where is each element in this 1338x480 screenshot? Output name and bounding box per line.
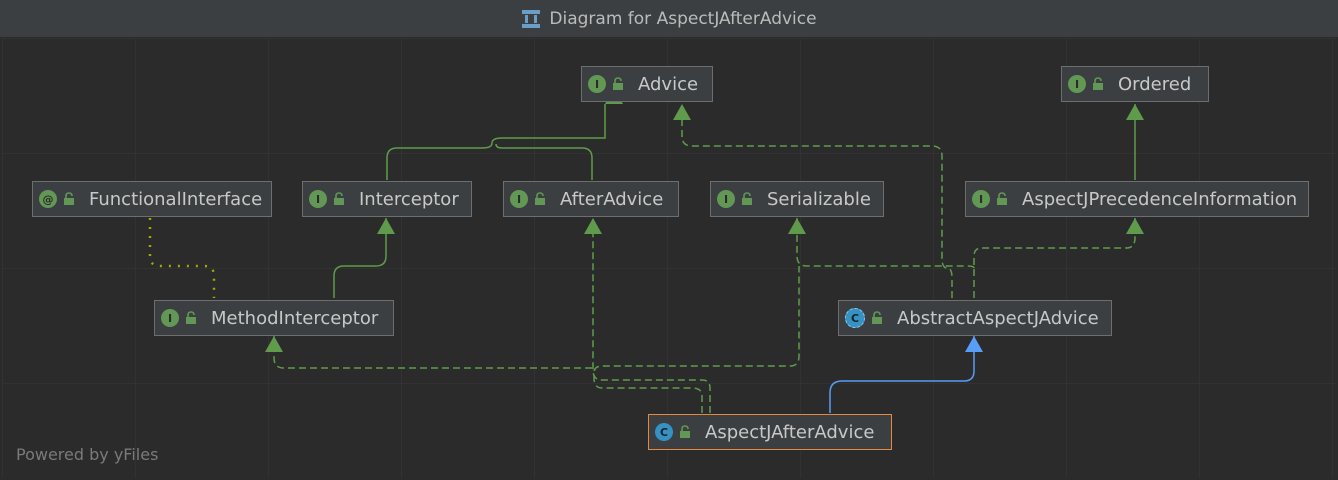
node-abstract-aspectj-advice[interactable]: C AbstractAspectJAdvice	[838, 300, 1112, 336]
interface-icon: I	[510, 190, 528, 208]
node-ordered[interactable]: I Ordered	[1061, 66, 1209, 102]
arrow-precedence	[1126, 218, 1144, 234]
interface-icon: I	[588, 75, 606, 93]
lock-icon	[742, 192, 752, 205]
arrow-interceptor	[377, 218, 395, 234]
interface-icon: I	[161, 309, 179, 327]
lock-icon	[535, 192, 545, 205]
arrow-ordered	[1126, 104, 1144, 120]
node-serializable[interactable]: I Serializable	[710, 181, 884, 217]
interface-icon: I	[972, 190, 990, 208]
node-label: FunctionalInterface	[89, 188, 263, 210]
lock-icon	[64, 192, 74, 205]
node-label: MethodInterceptor	[211, 307, 379, 329]
node-label: AspectJPrecedenceInformation	[1022, 188, 1298, 210]
node-label: AbstractAspectJAdvice	[897, 307, 1099, 329]
edge-after-serializable	[593, 266, 800, 413]
edge-abstract-serializable	[796, 218, 975, 269]
node-after-advice[interactable]: I AfterAdvice	[503, 181, 679, 217]
lock-icon	[186, 311, 196, 324]
arrow-advice-2	[673, 104, 691, 120]
interface-icon: I	[717, 190, 735, 208]
diagram-icon	[522, 9, 541, 28]
edge-methodinterceptor-interceptor	[333, 218, 387, 298]
node-aspectj-after-advice[interactable]: C AspectJAfterAdvice	[648, 414, 892, 450]
annotation-icon: @	[39, 190, 57, 208]
edge-abstract-advice	[681, 104, 953, 298]
interface-icon: I	[1068, 75, 1086, 93]
node-aspectj-precedence-information[interactable]: I AspectJPrecedenceInformation	[965, 181, 1309, 217]
edge-after-afteradvice	[592, 218, 711, 413]
arrow-abstract	[965, 336, 983, 352]
interface-icon: I	[309, 190, 327, 208]
edge-interceptor-advice	[386, 104, 606, 180]
powered-by-footer: Powered by yFiles	[16, 445, 159, 464]
title-bar: Diagram for AspectJAfterAdvice	[0, 0, 1338, 38]
lock-icon	[1093, 77, 1103, 90]
lock-icon	[997, 192, 1007, 205]
arrow-afteradvice	[584, 218, 602, 234]
node-label: AfterAdvice	[560, 188, 664, 210]
lock-icon	[872, 311, 882, 324]
node-label: Interceptor	[359, 188, 459, 210]
lock-icon	[680, 425, 690, 438]
edge-after-methodinterceptor	[273, 336, 592, 369]
arrow-serializable	[788, 218, 806, 234]
node-label: Advice	[638, 73, 699, 95]
node-advice[interactable]: I Advice	[581, 66, 713, 102]
edge-afteradvice-advice	[495, 143, 593, 180]
node-label: AspectJAfterAdvice	[705, 421, 875, 443]
abstract-class-icon: C	[845, 308, 865, 328]
node-functional-interface[interactable]: @ FunctionalInterface	[32, 181, 272, 217]
node-label: Ordered	[1118, 73, 1192, 95]
lock-icon	[334, 192, 344, 205]
window-title: Diagram for AspectJAfterAdvice	[549, 8, 817, 29]
edge-abstract-precedence	[973, 218, 1136, 298]
edge-functionalinterface-methodinterceptor	[148, 218, 216, 298]
node-method-interceptor[interactable]: I MethodInterceptor	[154, 300, 394, 336]
lock-icon	[613, 77, 623, 90]
edge-after-abstract	[829, 336, 975, 413]
node-label: Serializable	[767, 188, 871, 210]
arrow-methodinterceptor	[265, 336, 283, 352]
edges-layer	[148, 88, 1144, 413]
diagram-canvas[interactable]: I Advice I Ordered @ FunctionalInterface…	[2, 38, 1336, 478]
class-icon: C	[655, 423, 673, 441]
node-interceptor[interactable]: I Interceptor	[302, 181, 472, 217]
